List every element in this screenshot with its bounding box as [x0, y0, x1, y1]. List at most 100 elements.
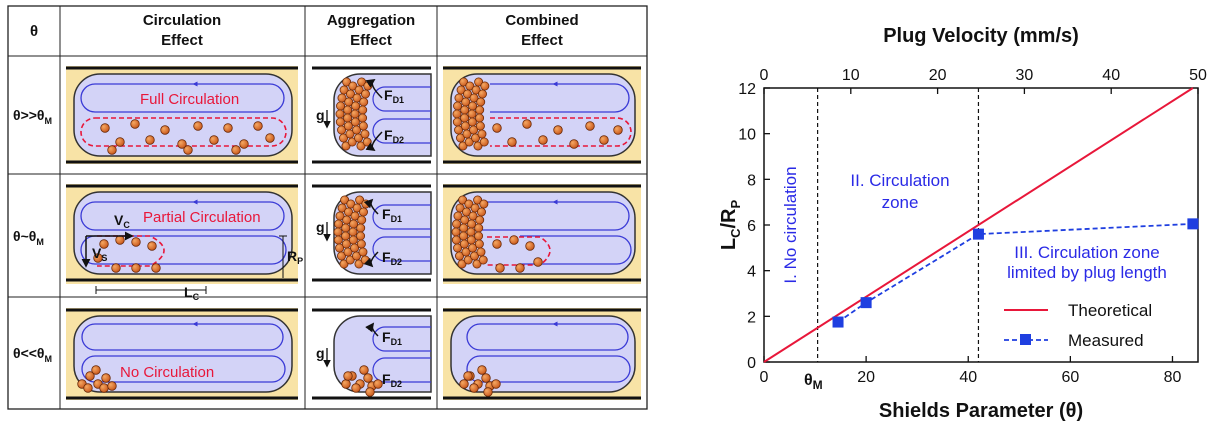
- lower-streamline: [466, 355, 631, 383]
- plug: [450, 73, 636, 157]
- upper-streamline: [81, 323, 284, 351]
- zone-2-label-line2: zone: [882, 193, 919, 212]
- theoretical-line: [763, 87, 1194, 363]
- particle: [525, 241, 535, 251]
- lc-label: LC: [184, 284, 200, 302]
- particle: [470, 251, 480, 261]
- particle: [522, 119, 532, 129]
- row-label-3: θ<<θM: [13, 345, 52, 364]
- y-axis-title: LC/RP: [718, 200, 743, 251]
- circulation-path: [80, 117, 287, 147]
- particle: [341, 379, 351, 389]
- particle: [115, 235, 125, 245]
- x-tick-label: 40: [959, 369, 977, 386]
- diagram-table: θ Circulation Effect Aggregation Effect …: [7, 5, 648, 410]
- particle: [253, 121, 263, 131]
- particle: [341, 223, 351, 233]
- y-tick-label: 0: [747, 355, 756, 372]
- x-tick-label: 20: [857, 369, 875, 386]
- particle: [239, 139, 249, 149]
- cell-combined-1: [443, 66, 641, 164]
- row-label-2: θ~θM: [13, 228, 44, 247]
- particle: [472, 259, 482, 269]
- particle: [345, 255, 355, 265]
- theta-m-label: θM: [804, 372, 823, 392]
- particle: [335, 109, 345, 119]
- upper-streamline: [466, 323, 629, 351]
- particle: [265, 133, 275, 143]
- header-combined-line1: Combined: [505, 12, 578, 29]
- cell-circulation-full: Full Circulation: [66, 66, 298, 164]
- cell-circulation-none: No Circulation: [66, 308, 298, 400]
- particle: [362, 137, 372, 147]
- particle: [459, 223, 469, 233]
- top-tick-label: 10: [842, 67, 860, 84]
- series: [763, 87, 1199, 363]
- x-axis-title: Shields Parameter (θ): [879, 400, 1083, 422]
- particle: [131, 237, 141, 247]
- particle: [354, 259, 364, 269]
- particle: [145, 135, 155, 145]
- particle: [99, 383, 109, 393]
- particle: [495, 263, 505, 273]
- particle: [193, 121, 203, 131]
- particle: [477, 129, 487, 139]
- particle: [452, 109, 462, 119]
- particle: [356, 141, 366, 151]
- particle: [337, 251, 347, 261]
- particle: [343, 105, 353, 115]
- particle: [585, 121, 595, 131]
- particle: [183, 145, 193, 155]
- force-label-d2: FD2: [384, 127, 404, 145]
- legend-theoretical-label: Theoretical: [1068, 301, 1152, 320]
- particle: [85, 371, 95, 381]
- cell-circulation-partial: Partial Circulation VC VS RP LC: [66, 184, 303, 302]
- particle: [474, 239, 484, 249]
- particle: [350, 109, 360, 119]
- drag-arrow-d1: [363, 198, 379, 215]
- particle: [476, 247, 486, 257]
- particle: [223, 123, 233, 133]
- upper-streamline: [80, 83, 285, 113]
- particle: [460, 105, 470, 115]
- header-circulation-line1: Circulation: [143, 12, 221, 29]
- particle: [101, 373, 111, 383]
- gravity-label: g: [316, 219, 325, 235]
- streamline: [372, 326, 431, 352]
- particle: [509, 235, 519, 245]
- particle: [358, 113, 368, 123]
- particles: [77, 365, 117, 393]
- particle: [356, 239, 366, 249]
- particle: [160, 125, 170, 135]
- header-theta: θ: [30, 23, 38, 40]
- vc-label: VC: [114, 212, 130, 230]
- particle: [476, 207, 486, 217]
- particle: [343, 371, 353, 381]
- header-aggregation-line2: Effect: [350, 32, 392, 49]
- plug: [450, 315, 636, 393]
- zone-2-label-line1: II. Circulation: [850, 171, 949, 190]
- legend: Theoretical Measured: [1004, 301, 1152, 350]
- particles: [459, 365, 501, 397]
- particle: [359, 365, 369, 375]
- particle: [99, 239, 109, 249]
- particle: [459, 231, 469, 241]
- particle: [373, 379, 383, 389]
- particle: [360, 255, 370, 265]
- legend-measured-marker: [1020, 334, 1031, 345]
- particle: [480, 81, 490, 91]
- particle: [599, 135, 609, 145]
- upper-streamline: [490, 83, 630, 113]
- particle: [492, 239, 502, 249]
- particle: [553, 125, 563, 135]
- particle: [358, 121, 368, 131]
- particle: [356, 223, 366, 233]
- table-border: [7, 5, 648, 410]
- plug: [450, 191, 636, 275]
- particle: [130, 119, 140, 129]
- particle: [177, 139, 187, 149]
- row-label-1: θ>>θM: [13, 107, 52, 126]
